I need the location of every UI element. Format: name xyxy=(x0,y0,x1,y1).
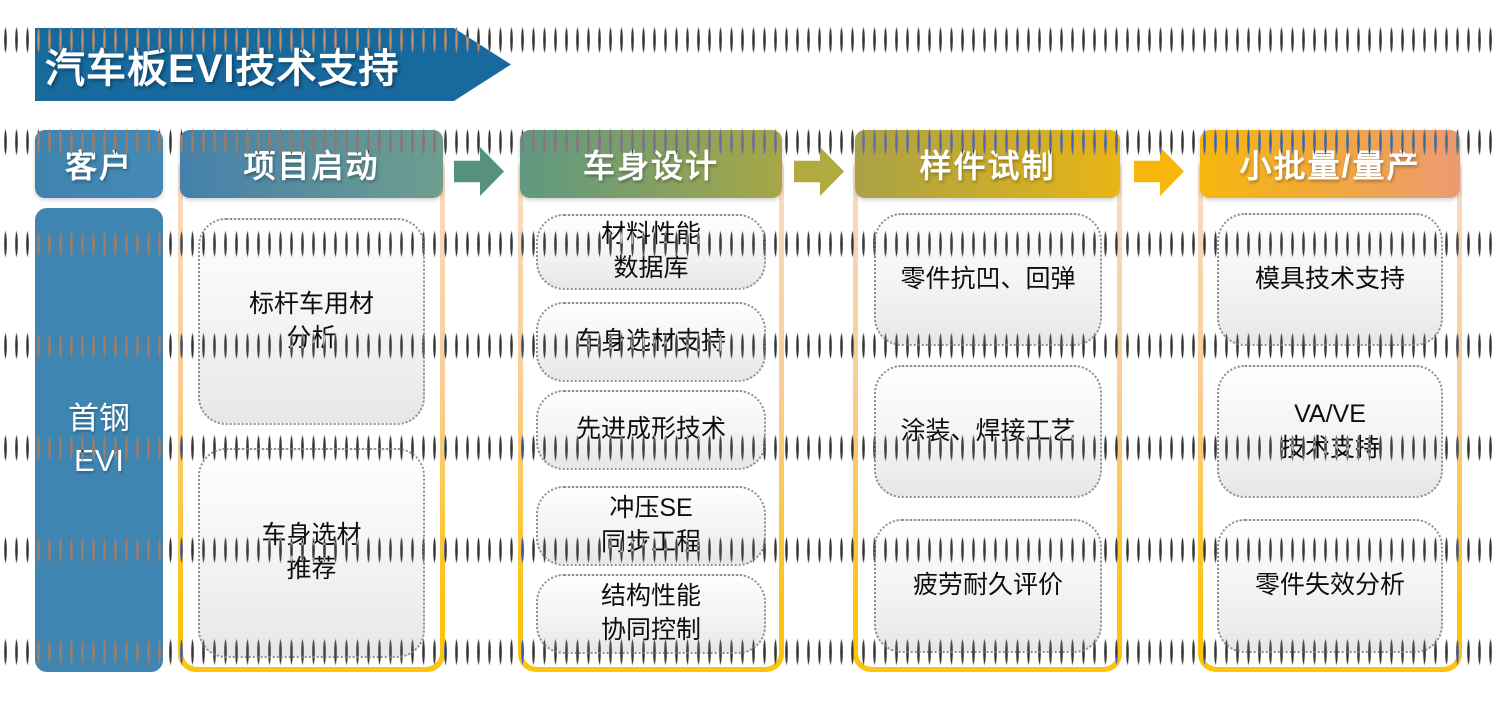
stage-header-body-design: 车身设计 xyxy=(520,130,782,198)
flow-arrow-icon xyxy=(1134,147,1184,196)
stage-item: 结构性能 协同控制 xyxy=(536,574,766,654)
stage-header-sample-trial: 样件试制 xyxy=(855,130,1120,198)
stage-header-mass-production: 小批量/量产 xyxy=(1200,130,1460,198)
stage-item: 零件失效分析 xyxy=(1217,519,1443,653)
stage-item: 车身选材 推荐 xyxy=(198,448,425,658)
stage-item: 涂装、焊接工艺 xyxy=(874,365,1102,498)
customer-body: 首钢 EVI xyxy=(35,208,163,672)
stage-item: VA/VE 技术支持 xyxy=(1217,365,1443,498)
stage-item: 车身选材支持 xyxy=(536,302,766,382)
stage-item: 先进成形技术 xyxy=(536,390,766,470)
stage-item: 模具技术支持 xyxy=(1217,213,1443,346)
stage-item: 冲压SE 同步工程 xyxy=(536,486,766,566)
flow-arrow-icon xyxy=(454,147,504,196)
stage-item: 疲劳耐久评价 xyxy=(874,519,1102,653)
stage-item: 零件抗凹、回弹 xyxy=(874,213,1102,346)
flow-arrow-icon xyxy=(794,147,844,196)
stage-header-project-launch: 项目启动 xyxy=(180,130,443,198)
page-title: 汽车板EVI技术支持 xyxy=(45,46,400,91)
stage-item: 标杆车用材 分析 xyxy=(198,218,425,425)
stage-item: 材料性能 数据库 xyxy=(536,214,766,290)
title-banner: 汽车板EVI技术支持 xyxy=(35,28,511,101)
customer-header: 客户 xyxy=(35,130,163,198)
